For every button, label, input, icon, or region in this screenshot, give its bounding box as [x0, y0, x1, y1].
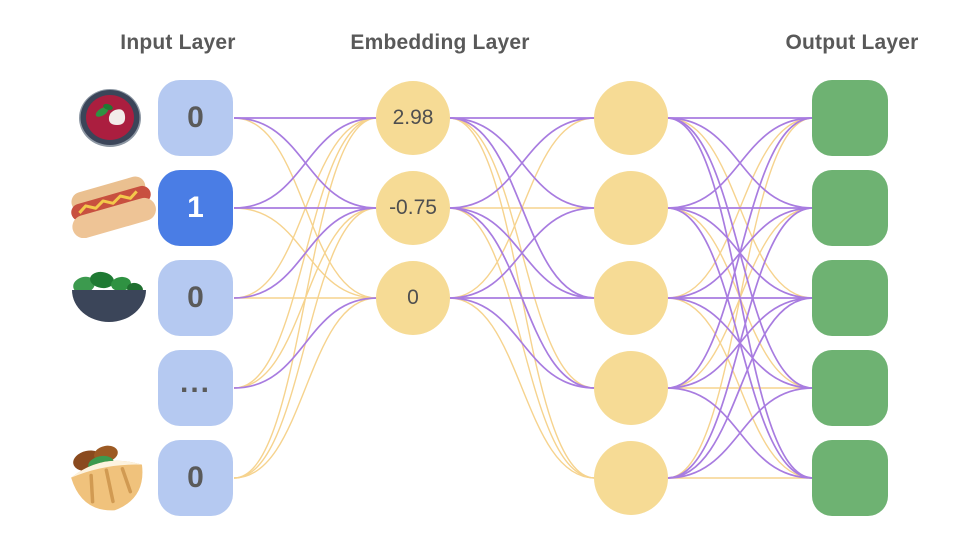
hidden-node-2: [594, 171, 668, 245]
edge-purple: [233, 117, 378, 209]
input-node-3: 0: [158, 260, 233, 336]
hidden-node-1: [594, 81, 668, 155]
edge-purple: [666, 297, 814, 479]
input-layer-title: Input Layer: [120, 31, 236, 54]
input-node-1-value: 0: [187, 101, 204, 134]
edge-purple: [233, 207, 378, 299]
embedding-node-2-value: -0.75: [389, 196, 437, 219]
edge-yellow: [233, 117, 378, 479]
embedding-node-3: 0: [376, 261, 450, 335]
embedding-layer-title: Embedding Layer: [350, 31, 530, 54]
edge-purple: [666, 117, 814, 389]
output-node-1: [812, 80, 888, 156]
input-node-5-value: 0: [187, 461, 204, 494]
pita-sandwich-icon: [71, 445, 143, 511]
input-node-2: 1: [158, 170, 233, 246]
edge-purple: [448, 117, 596, 299]
embedding-node-1: 2.98: [376, 81, 450, 155]
edge-yellow: [448, 297, 596, 479]
edge-purple: [448, 297, 596, 389]
edge-purple: [666, 207, 814, 479]
edge-purple: [666, 117, 814, 209]
hot-dog-icon: [71, 176, 156, 238]
hidden-node-3: [594, 261, 668, 335]
input-node-4: ...: [158, 350, 233, 426]
input-node-1: 0: [158, 80, 233, 156]
output-node-4: [812, 350, 888, 426]
hidden-node-5: [594, 441, 668, 515]
input-node-5: 0: [158, 440, 233, 516]
input-node-4-value: ...: [179, 366, 211, 399]
embedding-node-2: -0.75: [376, 171, 450, 245]
edge-purple: [666, 387, 814, 479]
salad-bowl-icon: [72, 271, 146, 322]
hidden-node-4: [594, 351, 668, 425]
edge-purple: [448, 117, 596, 209]
output-layer-title: Output Layer: [785, 31, 919, 54]
output-node-5: [812, 440, 888, 516]
input-node-2-value: 1: [187, 191, 204, 224]
embedding-node-3-value: 0: [407, 286, 419, 309]
output-node-3: [812, 260, 888, 336]
edge-purple: [233, 297, 378, 389]
embedding-node-1-value: 2.98: [392, 106, 434, 129]
edge-purple: [448, 207, 596, 299]
input-node-3-value: 0: [187, 281, 204, 314]
borscht-bowl-icon: [79, 89, 141, 147]
edge-yellow: [233, 297, 378, 479]
output-node-2: [812, 170, 888, 246]
